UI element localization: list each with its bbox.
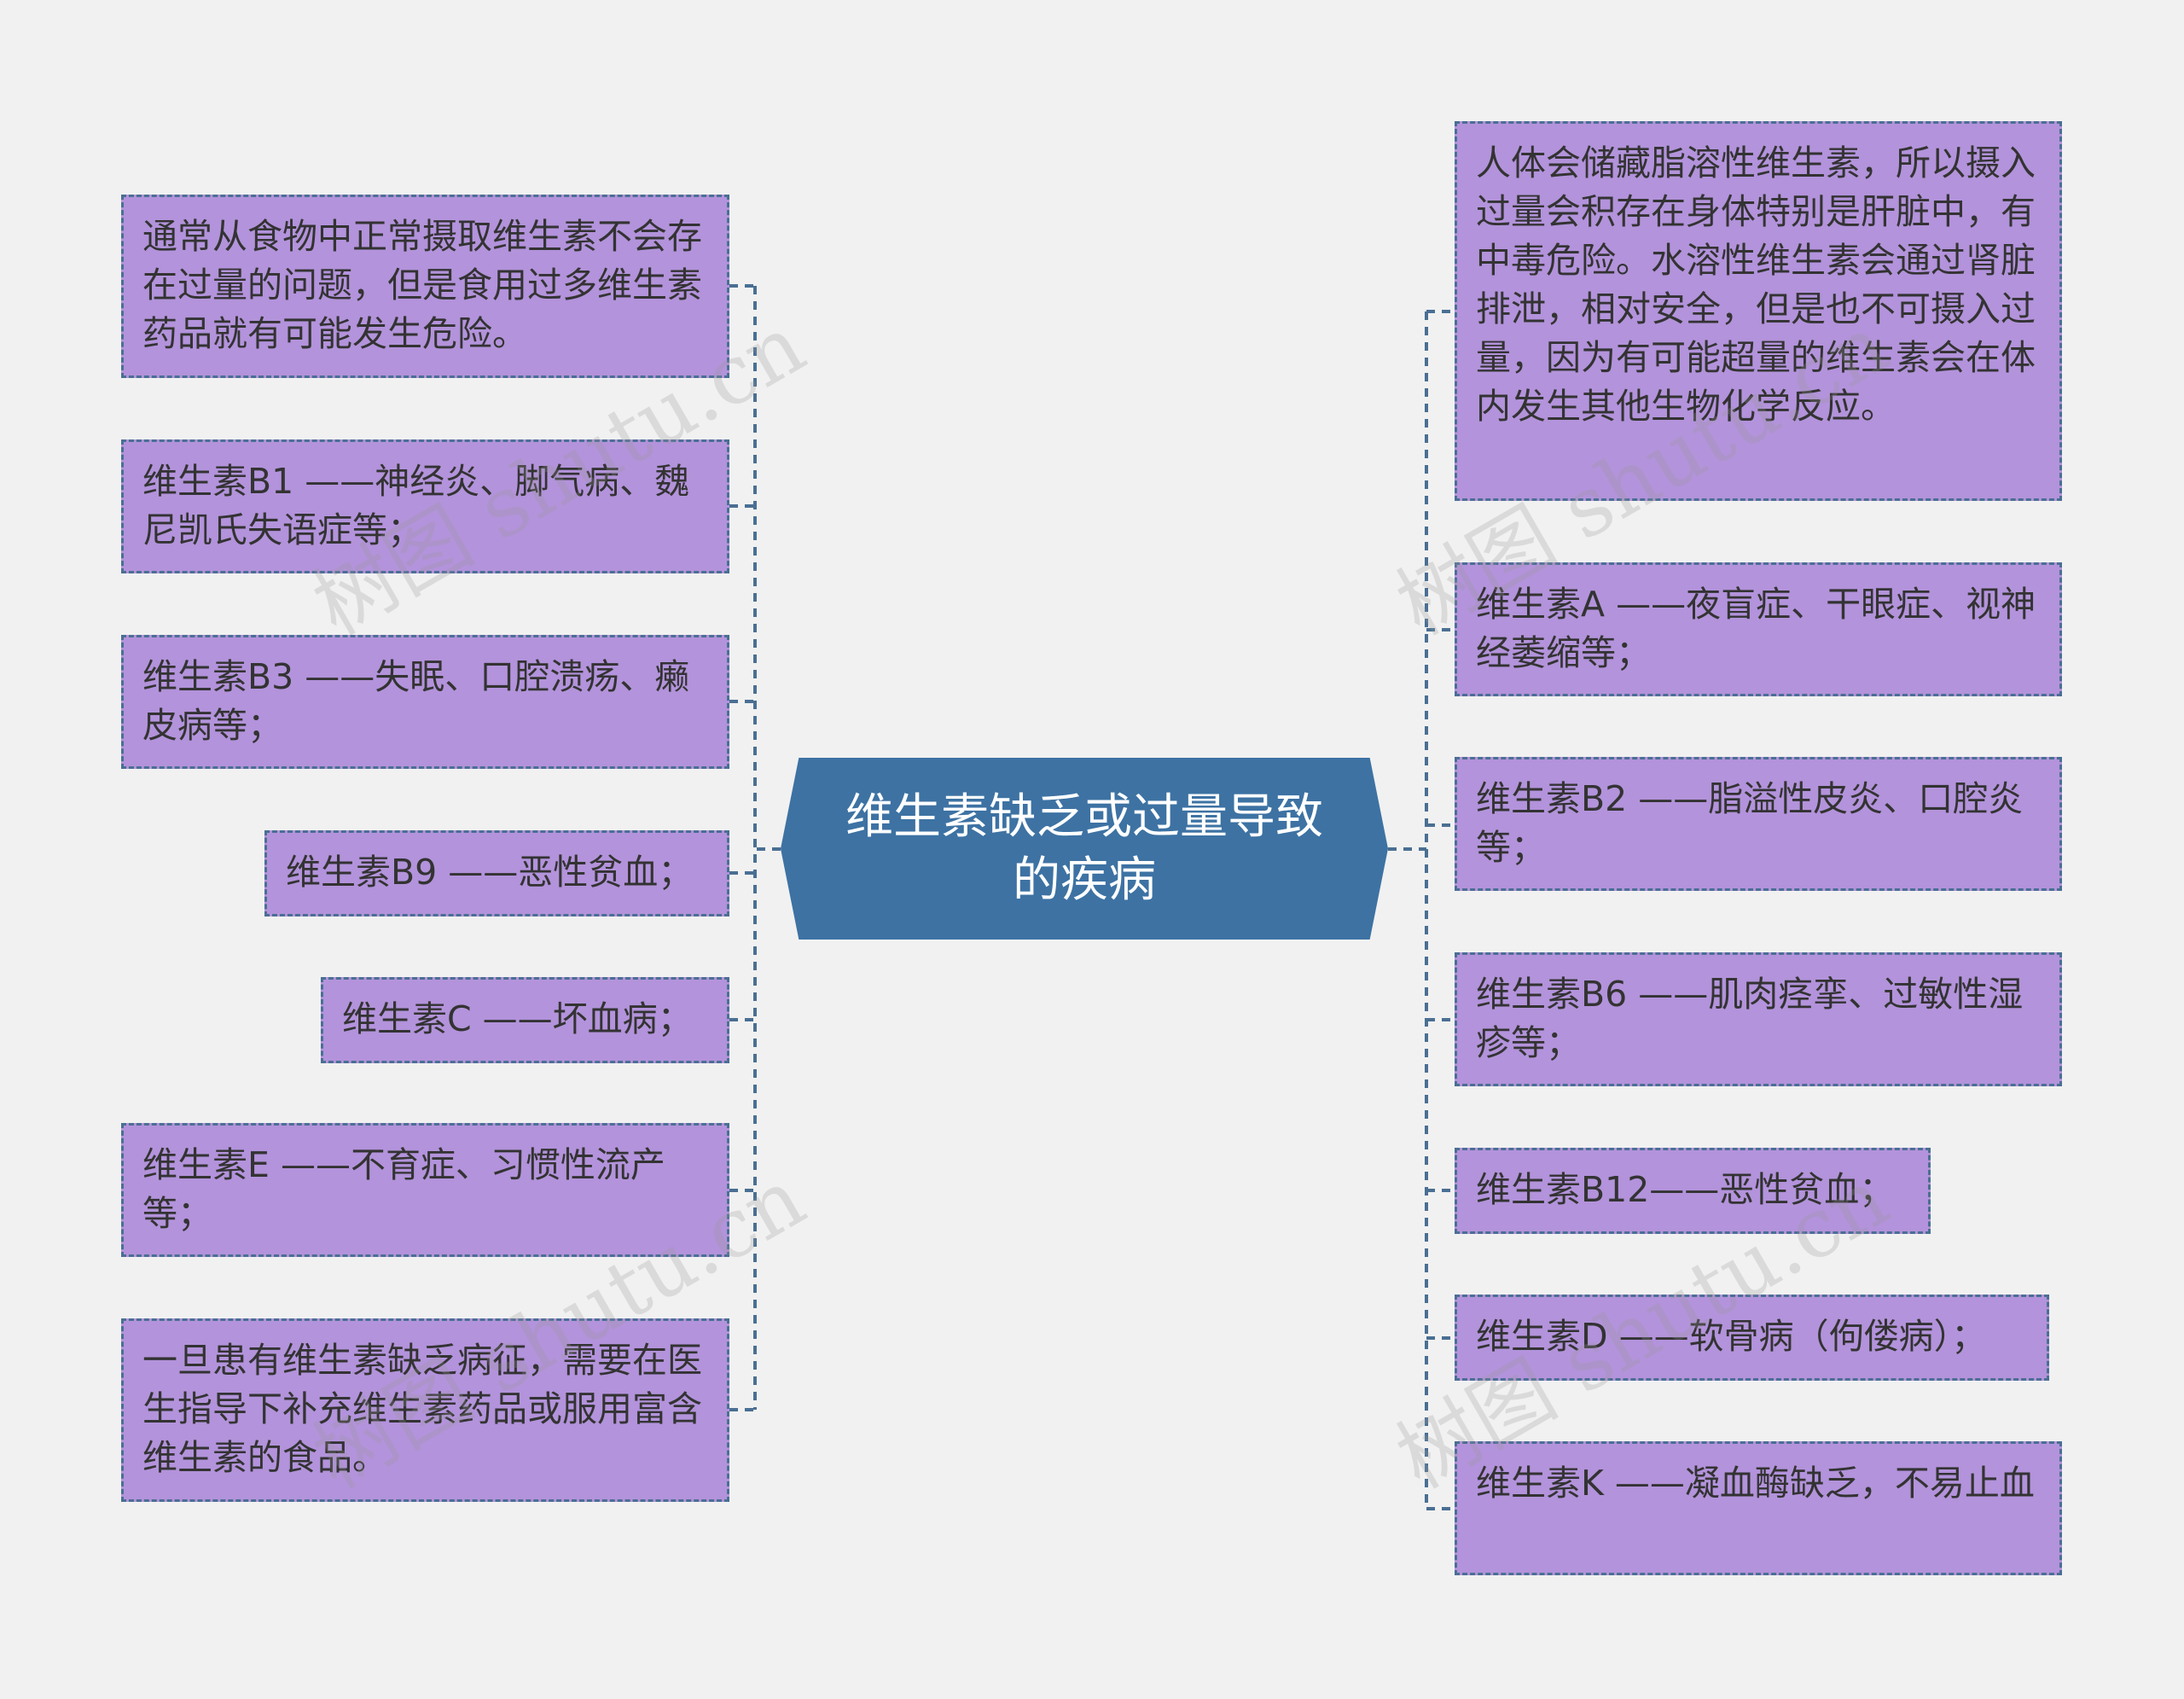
left-node-label: 维生素B9 ——恶性贫血；: [286, 852, 694, 893]
right-node-label: 维生素B6 ——肌肉痉挛、过敏性湿疹等；: [1476, 974, 2024, 1063]
left-node-vitamin-c: 维生素C ——坏血病；: [321, 977, 729, 1063]
left-node-vitamin-b3: 维生素B3 ——失眠、口腔溃疡、癞皮病等；: [121, 635, 729, 769]
right-node-vitamin-b12: 维生素B12——恶性贫血；: [1455, 1148, 1931, 1234]
right-node-label: 维生素D ——软骨病（佝偻病）；: [1476, 1316, 1987, 1357]
left-node-label: 维生素B3 ——失眠、口腔溃疡、癞皮病等；: [142, 656, 690, 746]
central-topic-label: 维生素缺乏或过量导致的疾病: [845, 788, 1323, 908]
right-node-label: 维生素K ——凝血酶缺乏，不易止血: [1476, 1463, 2035, 1504]
right-node-vitamin-b6: 维生素B6 ——肌肉痉挛、过敏性湿疹等；: [1455, 952, 2062, 1086]
left-node-vitamin-b9: 维生素B9 ——恶性贫血；: [264, 830, 729, 916]
left-node-overdose-note: 通常从食物中正常摄取维生素不会存在过量的问题，但是食用过多维生素药品就有可能发生…: [121, 195, 729, 378]
right-node-label: 人体会储藏脂溶性维生素，所以摄入过量会积存在身体特别是肝脏中，有中毒危险。水溶性…: [1476, 143, 2036, 427]
left-node-vitamin-e: 维生素E ——不育症、习惯性流产等；: [121, 1123, 729, 1257]
central-topic: 维生素缺乏或过量导致的疾病: [781, 758, 1388, 940]
right-node-label: 维生素A ——夜盲症、干眼症、视神经萎缩等；: [1476, 584, 2036, 673]
left-node-supplement-advice: 一旦患有维生素缺乏病征，需要在医生指导下补充维生素药品或服用富含维生素的食品。: [121, 1318, 729, 1502]
left-node-label: 一旦患有维生素缺乏病征，需要在医生指导下补充维生素药品或服用富含维生素的食品。: [142, 1340, 702, 1478]
right-node-label: 维生素B2 ——脂溢性皮炎、口腔炎等；: [1476, 778, 2024, 868]
left-node-label: 维生素B1 ——神经炎、脚气病、魏尼凯氏失语症等；: [142, 461, 690, 550]
right-node-vitamin-a: 维生素A ——夜盲症、干眼症、视神经萎缩等；: [1455, 562, 2062, 696]
left-node-label: 通常从食物中正常摄取维生素不会存在过量的问题，但是食用过多维生素药品就有可能发生…: [142, 216, 702, 354]
right-node-vitamin-d: 维生素D ——软骨病（佝偻病）；: [1455, 1295, 2049, 1381]
left-node-vitamin-b1: 维生素B1 ——神经炎、脚气病、魏尼凯氏失语症等；: [121, 439, 729, 573]
right-node-storage-note: 人体会储藏脂溶性维生素，所以摄入过量会积存在身体特别是肝脏中，有中毒危险。水溶性…: [1455, 121, 2062, 501]
left-node-label: 维生素E ——不育症、习惯性流产等；: [142, 1144, 665, 1234]
right-node-vitamin-k: 维生素K ——凝血酶缺乏，不易止血: [1455, 1441, 2062, 1575]
right-node-label: 维生素B12——恶性贫血；: [1476, 1169, 1895, 1210]
right-node-vitamin-b2: 维生素B2 ——脂溢性皮炎、口腔炎等；: [1455, 757, 2062, 891]
left-node-label: 维生素C ——坏血病；: [342, 998, 693, 1039]
